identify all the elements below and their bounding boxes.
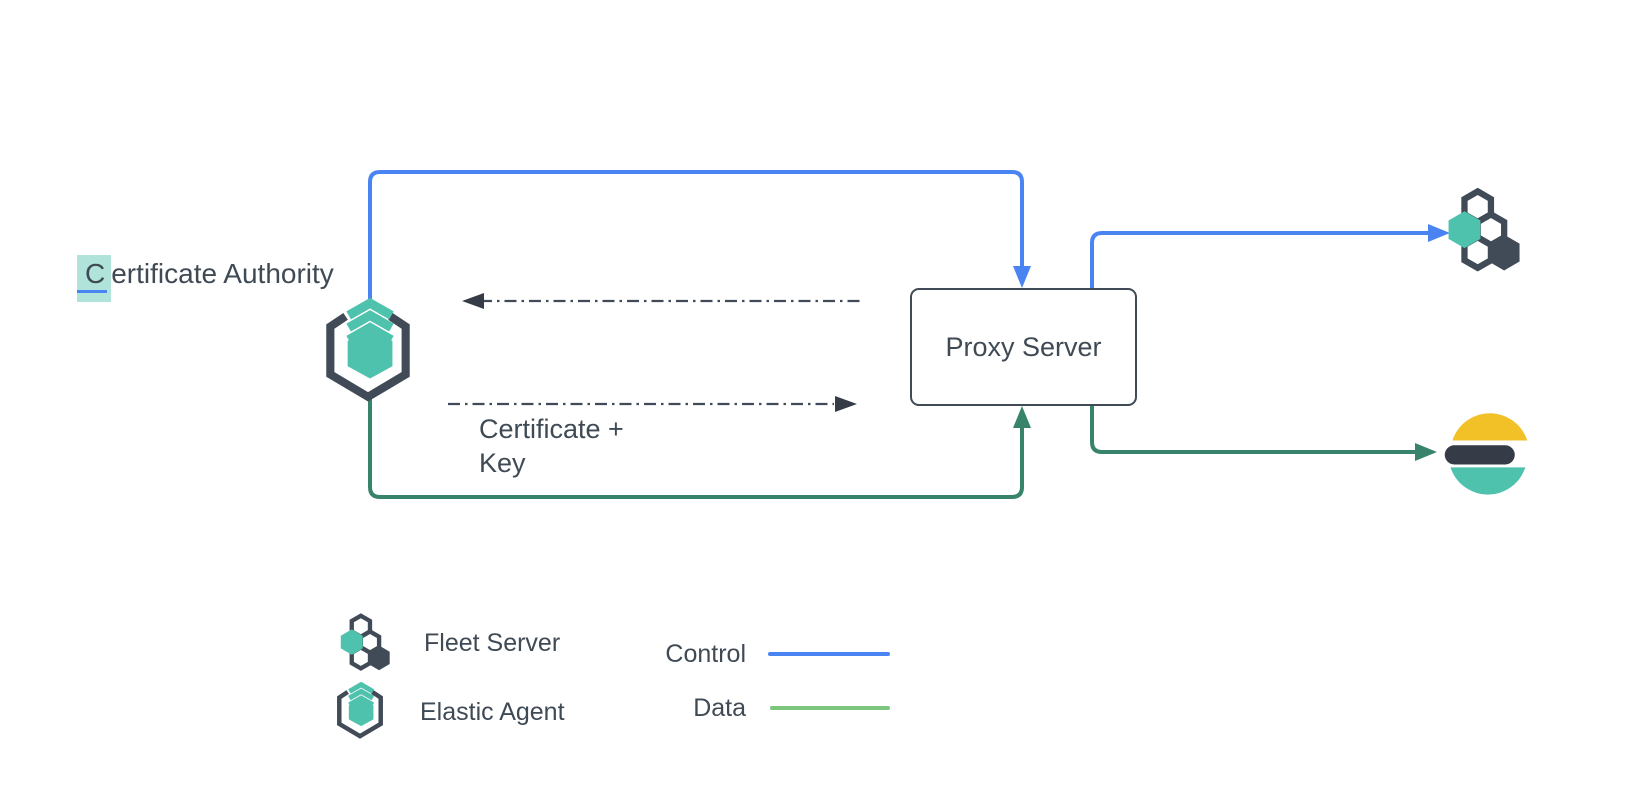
arrowhead-control-into-fleet — [1428, 224, 1450, 242]
data-line-agent-to-proxy — [368, 398, 1024, 499]
data-line-proxy-to-elasticsearch — [1090, 402, 1416, 454]
certificate-key-label-line1: Certificate + — [479, 414, 624, 444]
arrowhead-data-into-proxy — [1013, 406, 1031, 428]
fleet-server-icon-glyph — [1451, 191, 1517, 268]
control-line-proxy-to-fleet — [1090, 231, 1429, 288]
legend-data-label: Data — [693, 694, 746, 722]
legend-elastic-agent-label: Elastic Agent — [420, 698, 565, 726]
legend-control-label: Control — [665, 640, 746, 668]
elasticsearch-logo — [1438, 404, 1534, 500]
control-line-agent-to-proxy — [368, 170, 1024, 300]
arrowhead-dashed-left — [462, 293, 484, 309]
arrowhead-control-into-proxy — [1013, 266, 1031, 288]
legend-fleet-server-label: Fleet Server — [424, 629, 561, 657]
fleet-server-icon — [1430, 186, 1520, 276]
proxy-server-node: Proxy Server — [910, 288, 1137, 406]
elastic-agent-icon-glyph — [330, 303, 405, 397]
legend-control-line-swatch — [768, 652, 890, 656]
arrowhead-data-into-elasticsearch — [1415, 443, 1437, 461]
elasticsearch-logo-glyph — [1445, 413, 1528, 494]
proxy-server-label: Proxy Server — [945, 331, 1102, 362]
certificate-key-label-line2: Key — [479, 448, 526, 478]
arrowhead-dashed-right — [835, 396, 857, 412]
legend-data-line-swatch — [770, 706, 890, 710]
text-selection-highlight: C — [77, 255, 112, 302]
certificate-authority-label-rest: ertificate Authority — [111, 258, 334, 289]
elastic-agent-icon — [316, 295, 420, 407]
certificate-key-label: Certificate + Key — [479, 412, 624, 480]
